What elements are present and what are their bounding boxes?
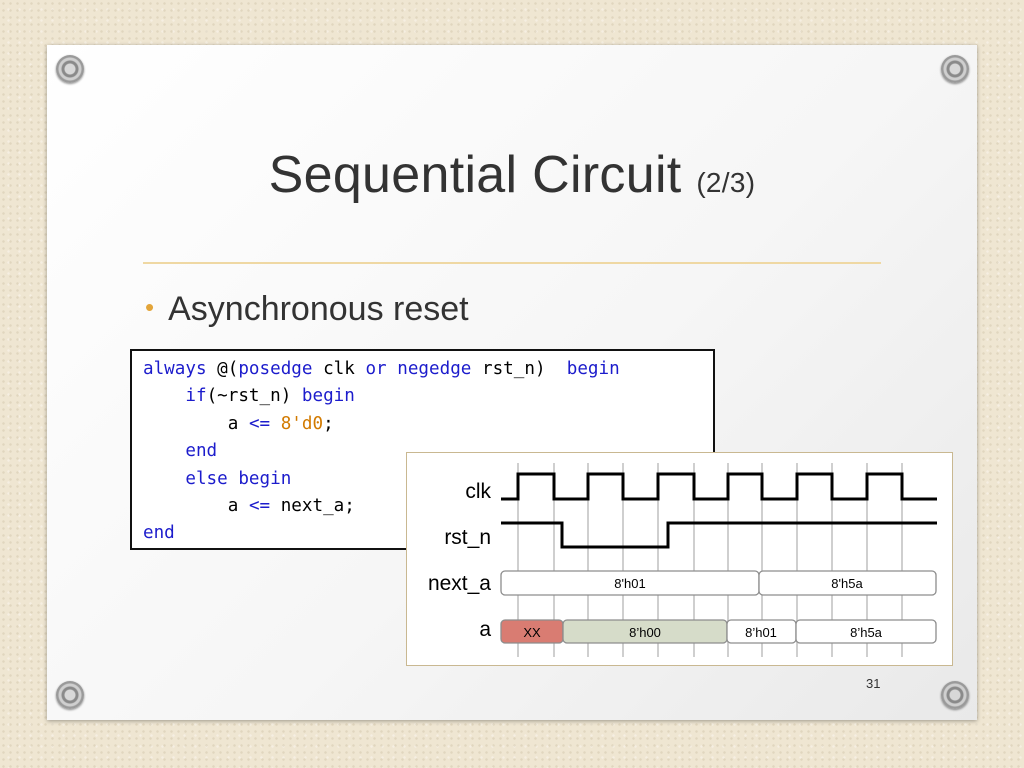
code-token: end	[143, 523, 175, 544]
code-token: a	[227, 413, 249, 434]
code-token: 8'd0	[280, 413, 324, 434]
slide-title: Sequential Circuit (2/3)	[0, 145, 1024, 205]
rivet-top-right-icon	[941, 55, 969, 83]
code-line: a <= next_a;	[143, 493, 713, 520]
code-token: begin	[566, 359, 620, 379]
signal-label-clk: clk	[465, 480, 491, 503]
a-segment	[795, 619, 937, 644]
title-divider	[143, 262, 881, 264]
a-value-label: 8’h00	[629, 625, 661, 640]
code-line: end	[143, 520, 713, 547]
code-token: next_a;	[270, 495, 355, 516]
code-token: clk	[312, 359, 366, 379]
code-token: begin	[301, 386, 355, 407]
code-token	[387, 359, 398, 379]
rivet-bottom-left-icon	[56, 681, 84, 709]
signal-label-a: a	[479, 618, 491, 641]
code-line: end	[143, 438, 713, 465]
code-token: rst_n)	[471, 359, 567, 379]
code-line: always @(posedge clk or negedge rst_n) b…	[143, 356, 713, 383]
bullet-item: • Asynchronous reset	[145, 290, 469, 329]
signal-label-next-a: next_a	[428, 572, 491, 595]
code-token: @(	[206, 359, 239, 379]
code-token: a	[227, 495, 249, 516]
timing-diagram-svg: clk rst_n next_a a 8'h01 8'h5a XX 8’h00 …	[428, 463, 937, 657]
code-line: a <= 8'd0;	[143, 411, 713, 438]
signal-label-rst-n: rst_n	[444, 526, 491, 549]
bullet-text: Asynchronous reset	[168, 290, 469, 328]
code-token: else begin	[185, 468, 292, 489]
code-token: <=	[248, 495, 271, 516]
clk-waveform	[501, 472, 937, 501]
code-line: else begin	[143, 466, 713, 493]
next-a-value-label: 8'h01	[614, 576, 645, 591]
code-token: always	[143, 359, 207, 379]
code-token: <=	[248, 413, 271, 434]
code-token: posedge	[238, 359, 313, 379]
rivet-bottom-right-icon	[941, 681, 969, 709]
a-value-label: XX	[523, 625, 541, 640]
timing-diagram: clk rst_n next_a a 8'h01 8'h5a XX 8’h00 …	[406, 452, 953, 666]
code-token: (~rst_n)	[206, 386, 302, 407]
code-token: negedge	[397, 359, 472, 379]
code-token: ;	[323, 413, 334, 434]
code-token	[270, 414, 281, 434]
next-a-value-label: 8'h5a	[831, 576, 863, 591]
a-value-label: 8’h01	[745, 625, 777, 640]
slide-title-main: Sequential Circuit	[268, 146, 682, 204]
code-token: if	[185, 386, 207, 407]
rst-n-waveform	[501, 521, 937, 549]
slide-title-sub: (2/3)	[696, 167, 756, 198]
code-token: or	[365, 359, 387, 379]
next-a-segment	[758, 570, 937, 596]
rivet-top-left-icon	[56, 55, 84, 83]
code-line: if(~rst_n) begin	[143, 383, 713, 410]
bullet-dot-icon: •	[145, 292, 155, 322]
page-number: 31	[866, 676, 881, 691]
code-token: end	[185, 441, 218, 462]
a-value-label: 8’h5a	[850, 625, 883, 640]
